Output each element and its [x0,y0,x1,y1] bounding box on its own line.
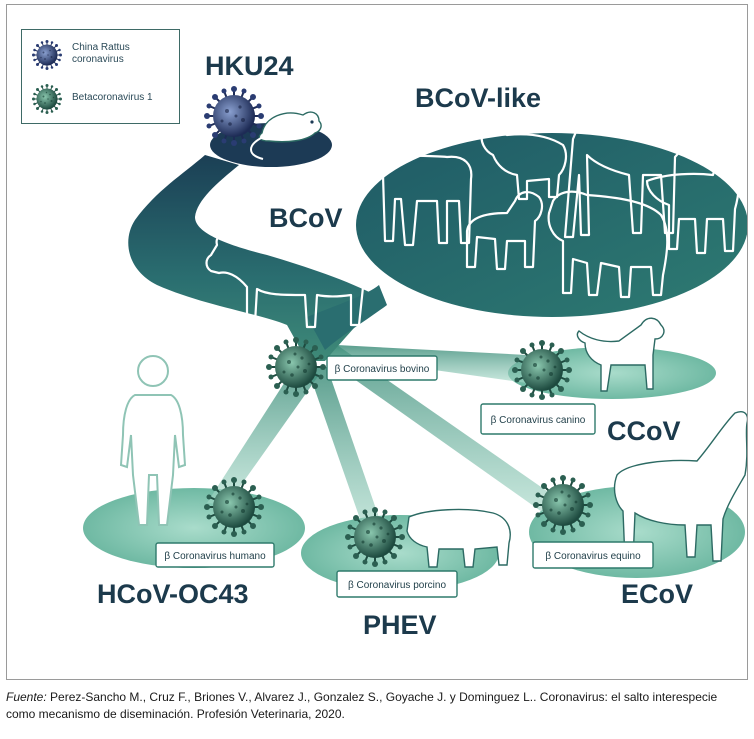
caption-text: Perez-Sancho M., Cruz F., Briones V., Al… [6,690,718,721]
legend-item-china-rattus: China Rattus coronavirus [22,38,181,74]
legend-label-china-rattus: China Rattus coronavirus [72,42,130,65]
blue-virus-icon [32,40,62,70]
goat-illustration [465,191,544,271]
tag-equino: β Coronavirus equino [532,541,654,569]
transmission-diagram: β Coronavirus bovino β Coronavirus canin… [83,51,747,640]
label-ecov: ECoV [621,579,693,609]
label-phev: PHEV [363,610,437,640]
label-bcov: BCoV [269,203,343,233]
virus-porcino-icon [344,506,406,568]
cow-illustration [205,234,366,329]
figure-panel: β Coronavirus bovino β Coronavirus canin… [6,4,748,680]
tag-canino-label: β Coronavirus canino [491,415,586,426]
buffalo-illustration [547,190,669,299]
dog-illustration [576,317,665,392]
tag-bovino-label: β Coronavirus bovino [335,364,430,375]
virus-canino-icon [511,339,573,401]
label-hcov-oc43: HCoV-OC43 [97,579,249,609]
camel-illustration [563,52,721,239]
horse-illustration [613,411,747,562]
tag-porcino: β Coronavirus porcino [336,570,458,598]
alpaca-illustration [645,147,741,255]
sheep-illustration [480,128,568,201]
virus-equino-icon [532,474,594,536]
llama-illustration [370,109,473,247]
caption-prefix: Fuente: [6,690,47,704]
bcov-connector [307,285,387,350]
label-bcov-like: BCoV-like [415,83,541,113]
tag-canino: β Coronavirus canino [480,403,596,435]
human-illustration [119,355,187,526]
tag-humano: β Coronavirus humano [155,542,275,568]
legend: China Rattus coronavirus Betacoronavirus… [21,29,180,124]
pig-illustration [406,508,511,568]
legend-label-betacoronavirus: Betacoronavirus 1 [72,92,153,103]
tag-humano-label: β Coronavirus humano [164,551,266,562]
label-ccov: CCoV [607,416,681,446]
green-virus-icon [32,84,62,114]
virus-humano-icon [203,476,265,538]
virus-bovino-icon [265,336,327,398]
tag-equino-label: β Coronavirus equino [545,551,641,562]
tag-bovino: β Coronavirus bovino [326,355,438,381]
legend-item-betacoronavirus: Betacoronavirus 1 [22,82,181,118]
tag-porcino-label: β Coronavirus porcino [348,580,446,591]
virus-hku24-icon [203,85,265,147]
label-hku24: HKU24 [205,51,294,81]
rat-illustration [250,111,322,160]
source-caption: Fuente: Perez-Sancho M., Cruz F., Brione… [6,689,746,723]
